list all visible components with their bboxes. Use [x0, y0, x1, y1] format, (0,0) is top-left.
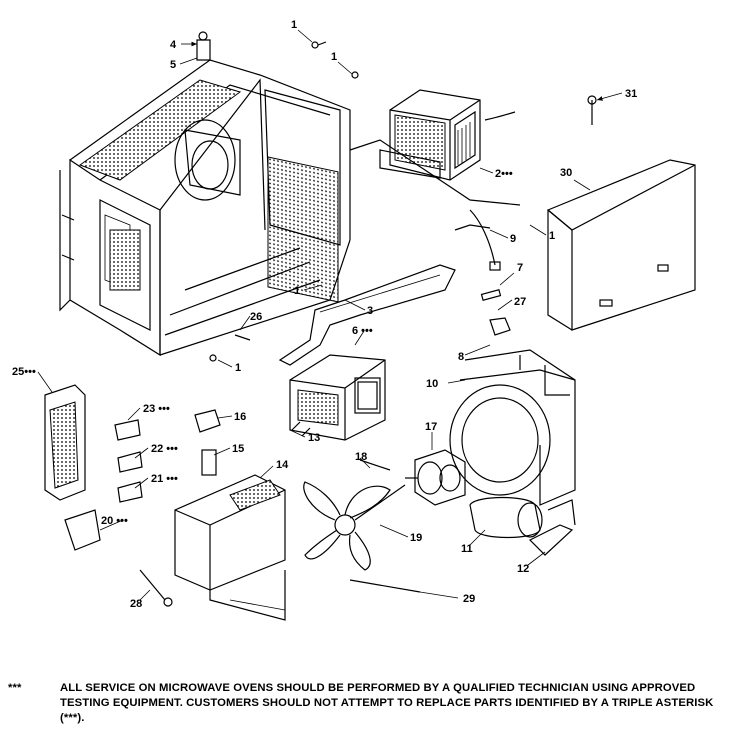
oven-cavity-chassis — [59, 31, 359, 357]
callout-16: 16 — [234, 411, 246, 423]
fan-motor — [405, 449, 466, 506]
callout-1e: 1 — [235, 362, 241, 374]
callout-8: 8 — [458, 351, 464, 363]
high-voltage-transformer — [379, 89, 516, 181]
callout-22: 22 ••• — [151, 443, 178, 455]
wire-harness — [349, 139, 521, 301]
callout-29: 29 — [463, 593, 475, 605]
callout-7: 7 — [517, 262, 523, 274]
callout-20: 20 ••• — [101, 515, 128, 527]
callout-27: 27 — [514, 296, 526, 308]
callout-1d: 1 — [294, 285, 300, 297]
magnetron — [289, 354, 386, 441]
callout-1b: 1 — [331, 51, 337, 63]
callout-13: 13 — [308, 432, 320, 444]
callout-labels: 1 1 4 5 31 2••• 30 9 1 7 27 1 3 6 ••• 26… — [12, 19, 637, 610]
exploded-parts-diagram: 1 1 4 5 31 2••• 30 9 1 7 27 1 3 6 ••• 26… — [12, 19, 696, 621]
callout-18: 18 — [355, 451, 367, 463]
fan-duct-housing — [449, 317, 576, 506]
callout-10: 10 — [426, 378, 438, 390]
small-parts — [139, 334, 421, 607]
callout-3: 3 — [367, 305, 373, 317]
callout-17: 17 — [425, 421, 437, 433]
callout-14: 14 — [276, 459, 289, 471]
callout-25: 25••• — [12, 366, 36, 378]
triple-asterisk-mark: *** — [8, 682, 22, 694]
capacitor-clamp — [528, 499, 576, 556]
callout-11: 11 — [461, 543, 473, 555]
callout-28: 28 — [130, 598, 142, 610]
callout-19: 19 — [410, 532, 422, 544]
callout-30: 30 — [560, 167, 572, 179]
service-warning-text: ALL SERVICE ON MICROWAVE OVENS SHOULD BE… — [60, 682, 714, 724]
callout-12: 12 — [517, 563, 529, 575]
callout-1a: 1 — [291, 19, 297, 31]
callout-31: 31 — [625, 88, 637, 100]
high-voltage-capacitor — [469, 496, 543, 539]
callout-2: 2••• — [495, 168, 513, 180]
interlock-switches — [114, 419, 143, 503]
callout-21: 21 ••• — [151, 473, 178, 485]
callout-26: 26 — [250, 311, 262, 323]
callout-6: 6 ••• — [352, 325, 373, 337]
callout-4: 4 — [170, 39, 177, 51]
callout-leaders — [37, 29, 623, 601]
callout-15: 15 — [232, 443, 244, 455]
fan-blade — [303, 481, 406, 571]
mounting-bracket — [278, 264, 456, 366]
callout-23: 23 ••• — [143, 403, 170, 415]
callout-5: 5 — [170, 59, 176, 71]
door-latch-assembly — [44, 384, 101, 551]
callout-9: 9 — [510, 233, 516, 245]
air-guide — [174, 474, 286, 621]
outer-cabinet-cover — [546, 95, 696, 331]
callout-1c: 1 — [549, 230, 555, 242]
